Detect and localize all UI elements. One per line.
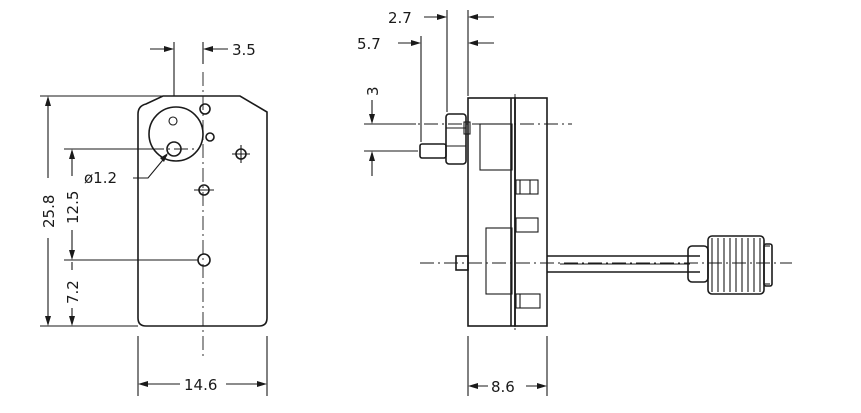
dim-7-2-label: 7.2 [64,280,82,304]
dim-3-5-arrow-left [164,46,174,52]
dim-3-label: 3 [364,86,382,96]
dim-3-arrow-top [369,114,375,124]
side-tab-1 [515,179,539,195]
dim-12-5-label: 12.5 [64,191,82,224]
dim-2-7-arrow-right [468,14,478,20]
dim-8-6-arrow-left [468,383,478,389]
dim-8-6-arrow-right [537,383,547,389]
side-tab-2 [515,217,539,233]
dim-2-7-label: 2.7 [388,9,412,27]
mount-hole-5 [197,253,211,267]
mount-hole-2 [205,132,215,142]
dim-14-6-arrow-right [257,381,267,387]
side-view: 2.7 5.7 3 8.6 [357,9,792,396]
pin-cap [463,121,471,135]
dim-3-5-label: 3.5 [232,41,256,59]
dim-25-8-arrow-top [45,96,51,106]
side-tab-3 [515,293,541,309]
dim-12-5-arrow-bottom [69,250,75,260]
side-gear-block [479,123,513,171]
dim-8-6-label: 8.6 [491,378,515,396]
pin-shaft [419,143,447,159]
diameter-leader [133,154,168,179]
dim-3-5-arrow-right [203,46,213,52]
side-stud [455,255,469,271]
dim-2-7-arrow-left [437,14,447,20]
dim-5-7-arrow-left [411,40,421,46]
small-hole-top [168,116,178,126]
diameter-label: ø1.2 [84,169,117,187]
dim-3-arrow-bottom [369,151,375,161]
dim-25-8-arrow-bottom [45,316,51,326]
pin-head [445,113,467,165]
front-view: ø1.2 3.5 25.8 12.5 7.2 [40,41,268,396]
knob-neck [687,245,709,283]
mount-hole-1 [199,103,211,115]
dim-25-8-label: 25.8 [40,195,58,228]
front-body-outline [137,95,268,327]
dim-5-7-arrow-right [468,40,478,46]
diameter-arrow [160,153,168,162]
side-lower-block [485,227,513,295]
dim-14-6-label: 14.6 [184,376,217,394]
knob-end-cap [763,243,773,287]
gear-housing-circle [148,106,204,162]
dim-14-6-arrow-left [138,381,148,387]
side-body-plate [514,97,548,327]
knob-knurling [711,238,761,292]
dim-5-7-label: 5.7 [357,35,381,53]
side-body-main [467,97,516,327]
dim-12-5-arrow-top [69,149,75,159]
dim-7-2-arrow-bottom [69,316,75,326]
